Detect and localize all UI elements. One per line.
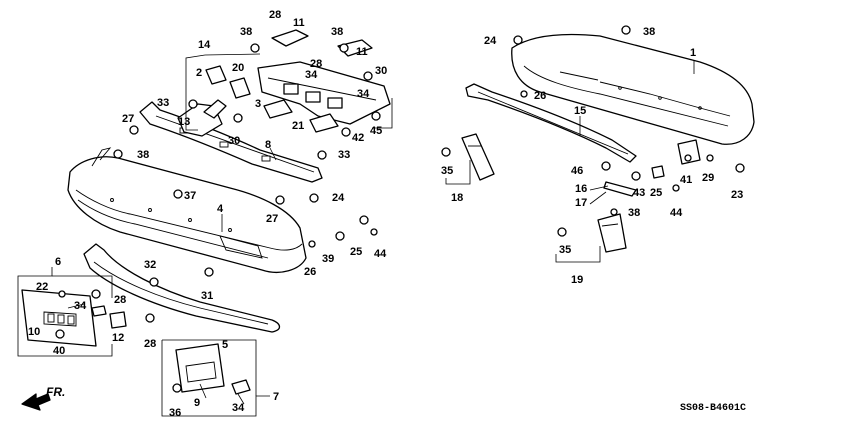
callout-3: 3 — [255, 98, 261, 110]
callout-4: 4 — [217, 203, 224, 215]
callout-38-rear-top: 38 — [643, 26, 655, 38]
callout-26-rear: 26 — [534, 90, 546, 102]
front-lower-spoiler — [83, 243, 281, 333]
callout-20: 20 — [232, 62, 244, 74]
callout-34-upper: 34 — [305, 69, 318, 81]
callout-42: 42 — [352, 132, 364, 144]
callout-19: 19 — [571, 274, 583, 286]
callout-34-plate: 34 — [74, 300, 87, 312]
front-bumper-face — [67, 147, 307, 273]
callout-9: 9 — [194, 397, 200, 409]
callout-38-top-left: 38 — [240, 26, 252, 38]
callout-28-top: 28 — [269, 9, 281, 21]
callout-33-right: 33 — [338, 149, 350, 161]
callout-17: 17 — [575, 197, 587, 209]
callout-36: 36 — [169, 407, 181, 419]
callout-35-left: 35 — [441, 165, 453, 177]
callout-16: 16 — [575, 183, 587, 195]
callout-8: 8 — [265, 139, 271, 151]
callout-22: 22 — [36, 281, 48, 293]
fasteners — [55, 25, 745, 393]
callout-30-center: 30 — [228, 135, 240, 147]
callout-24-rear: 24 — [484, 35, 497, 47]
callout-5: 5 — [222, 339, 228, 351]
callout-37: 37 — [184, 190, 196, 202]
diagram-code: SS08-B4601C — [680, 403, 746, 414]
license-plate-group — [17, 267, 127, 357]
front-license-bracket — [161, 339, 270, 417]
callout-10: 10 — [28, 326, 40, 338]
callout-38-top-right: 38 — [331, 26, 343, 38]
callout-38-front: 38 — [137, 149, 149, 161]
direction-label: FR. — [46, 385, 65, 399]
callout-12: 12 — [112, 332, 124, 344]
callout-45: 45 — [370, 125, 382, 137]
callout-38-rear-lower: 38 — [628, 207, 640, 219]
group-18-19-bracket-lines — [445, 160, 601, 263]
callout-14: 14 — [198, 39, 211, 51]
callout-28-plate: 28 — [114, 294, 126, 306]
callout-2: 2 — [196, 67, 202, 79]
callout-27-center: 27 — [266, 213, 278, 225]
callout-26-front: 26 — [304, 266, 316, 278]
callout-1: 1 — [690, 47, 696, 59]
callout-6: 6 — [55, 256, 61, 268]
callout-39: 39 — [322, 253, 334, 265]
callout-33-left: 33 — [157, 97, 169, 109]
callout-29: 29 — [702, 172, 714, 184]
front-absorber-brackets — [177, 29, 391, 137]
callout-30-right: 30 — [375, 65, 387, 77]
callout-23: 23 — [731, 189, 743, 201]
rear-bumper-beam — [465, 83, 637, 163]
callout-28-mid: 28 — [310, 58, 322, 70]
callout-13: 13 — [178, 116, 190, 128]
front-direction-arrow: FR. — [21, 385, 65, 411]
callout-leader-lines — [67, 60, 695, 405]
callout-44-front: 44 — [374, 248, 387, 260]
callout-46: 46 — [571, 165, 583, 177]
rear-bumper-face — [511, 33, 755, 145]
callout-24-front: 24 — [332, 192, 345, 204]
callout-34-lower: 34 — [232, 402, 245, 414]
callout-40: 40 — [53, 345, 65, 357]
callout-15: 15 — [574, 105, 586, 117]
group-14-bracket-lines — [185, 53, 393, 131]
callout-35-lower: 35 — [559, 244, 571, 256]
callout-34-right: 34 — [357, 88, 370, 100]
rear-side-brackets — [461, 133, 701, 253]
callout-25-rear: 25 — [650, 187, 662, 199]
callout-27-left: 27 — [122, 113, 134, 125]
callout-11-right: 11 — [356, 46, 368, 58]
callout-31: 31 — [201, 290, 213, 302]
callout-28-lower: 28 — [144, 338, 156, 350]
callout-44-rear: 44 — [670, 207, 683, 219]
callout-numbers: 1 2 3 4 5 6 7 8 9 10 11 11 12 13 14 15 1… — [28, 9, 743, 419]
callout-18: 18 — [451, 192, 463, 204]
callout-32: 32 — [144, 259, 156, 271]
callout-41: 41 — [680, 174, 692, 186]
callout-43: 43 — [633, 187, 645, 199]
callout-11-upper: 11 — [293, 17, 305, 29]
callout-25-front: 25 — [350, 246, 362, 258]
callout-7: 7 — [273, 391, 279, 403]
callout-21: 21 — [292, 120, 304, 132]
